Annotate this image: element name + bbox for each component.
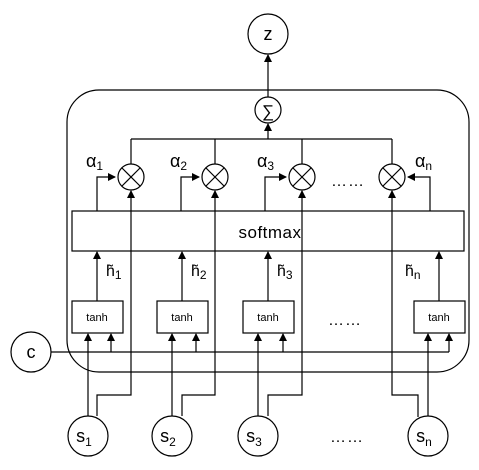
alpha-3-edge <box>264 173 287 211</box>
multiplier-n <box>378 139 406 191</box>
input-3-to-multiplier <box>267 190 306 416</box>
tanh-label-2: tanh <box>171 312 192 324</box>
tanh-label-3: tanh <box>257 312 278 324</box>
multiplier-ellipsis: …… <box>331 173 365 190</box>
h-1-label: h̃1 <box>106 263 122 282</box>
tanh-ellipsis: …… <box>328 312 362 329</box>
h-2-label: h̃2 <box>191 263 207 282</box>
tanh-box-3 <box>242 300 295 334</box>
alpha-1-label: α1 <box>86 151 103 173</box>
alpha-n-edge <box>407 173 431 211</box>
softmax-box <box>71 210 465 252</box>
tanh-box-n <box>413 300 466 334</box>
h-n-label: h̃n <box>405 263 421 282</box>
h-3-label: h̃3 <box>277 263 293 282</box>
input-node-1-label: s1 <box>76 426 92 449</box>
alpha-3-label: α3 <box>257 151 274 173</box>
alpha-2-label: α2 <box>170 151 187 173</box>
input-node-3-label: s3 <box>246 426 262 449</box>
input-n-to-multiplier <box>388 190 419 417</box>
alpha-n-label: αn <box>415 151 432 173</box>
input-2-to-multiplier <box>181 190 219 416</box>
softmax-label: softmax <box>238 223 301 242</box>
sum-symbol: ∑ <box>262 102 274 121</box>
input-node-2-label: s2 <box>160 426 176 449</box>
input-1-to-multiplier <box>96 190 135 416</box>
multiplier-3 <box>288 139 316 191</box>
alpha-2-edge <box>180 173 200 211</box>
context-node-label: c <box>27 342 36 362</box>
tanh-box-1 <box>71 300 124 334</box>
alpha-1-edge <box>96 173 116 211</box>
multiplier-1 <box>117 139 145 191</box>
input-node-n-label: sn <box>416 426 432 449</box>
multiplier-2 <box>201 139 229 191</box>
input-ellipsis: …… <box>330 429 364 446</box>
tanh-label-n: tanh <box>428 312 449 324</box>
output-node-label: z <box>264 24 273 44</box>
tanh-label-1: tanh <box>86 312 107 324</box>
